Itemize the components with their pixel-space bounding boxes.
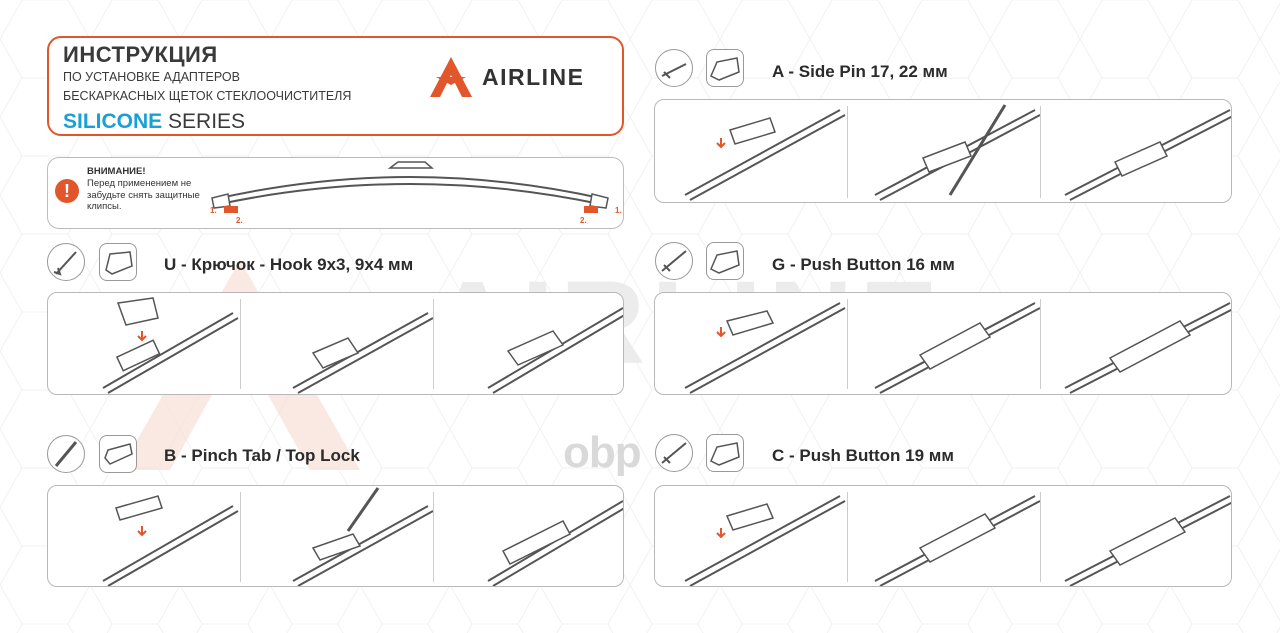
section-u-panel	[47, 292, 624, 395]
warning-step1-right: 1.	[615, 206, 622, 215]
hook-adapter-icon	[99, 243, 137, 281]
warning-step2-right: 2.	[580, 216, 587, 225]
warning-title: ВНИМАНИЕ!	[87, 166, 146, 177]
section-g-title: G - Push Button 16 мм	[772, 255, 955, 274]
section-u-title: U - Крючок - Hook 9x3, 9x4 мм	[164, 255, 414, 274]
pinch-tab-adapter-icon	[99, 435, 137, 473]
wiper-blade-illustration	[211, 161, 609, 213]
warning-step1-left: 1.	[210, 206, 217, 215]
section-c-panel	[654, 485, 1232, 587]
push-button-19-adapter-icon	[706, 434, 744, 472]
page-subtitle-line2: БЕСКАРКАСНЫХ ЩЕТОК СТЕКЛООЧИСТИТЕЛЯ	[63, 89, 352, 103]
section-a-steps-illustration	[684, 104, 1231, 201]
airline-logo-text: AIRLINE	[482, 64, 585, 90]
section-b-steps-illustration	[102, 487, 623, 586]
push-button-19-arm-icon	[655, 434, 693, 472]
warning-text: Перед применением не забудьте снять защи…	[87, 178, 200, 212]
side-pin-adapter-icon	[706, 49, 744, 87]
title-box	[47, 36, 624, 136]
hook-arm-icon	[47, 243, 85, 281]
section-a-panel	[654, 99, 1232, 203]
push-button-16-adapter-icon	[706, 242, 744, 280]
brand-watermark-logo	[120, 260, 360, 470]
section-c-title: C - Push Button 19 мм	[772, 446, 954, 465]
warning-step2-left: 2.	[236, 216, 243, 225]
push-button-16-arm-icon	[655, 242, 693, 280]
shop-watermark: obp	[563, 428, 642, 477]
section-b-panel	[47, 485, 624, 587]
exclamation-icon: !	[55, 179, 79, 203]
airline-logo-icon	[430, 57, 472, 97]
section-g-panel	[654, 292, 1232, 395]
series-label: SILICONE SERIES	[63, 110, 246, 133]
section-b-title: B - Pinch Tab / Top Lock	[164, 446, 360, 465]
side-pin-arm-icon	[655, 49, 693, 87]
warning-box	[47, 157, 624, 229]
pinch-tab-arm-icon	[47, 435, 85, 473]
page-subtitle-line1: ПО УСТАНОВКЕ АДАПТЕРОВ	[63, 70, 240, 84]
section-c-steps-illustration	[684, 495, 1231, 586]
section-g-steps-illustration	[684, 302, 1231, 394]
page-title: ИНСТРУКЦИЯ	[63, 42, 218, 67]
section-u-steps-illustration	[102, 297, 623, 394]
section-a-title: A - Side Pin 17, 22 мм	[772, 62, 948, 81]
